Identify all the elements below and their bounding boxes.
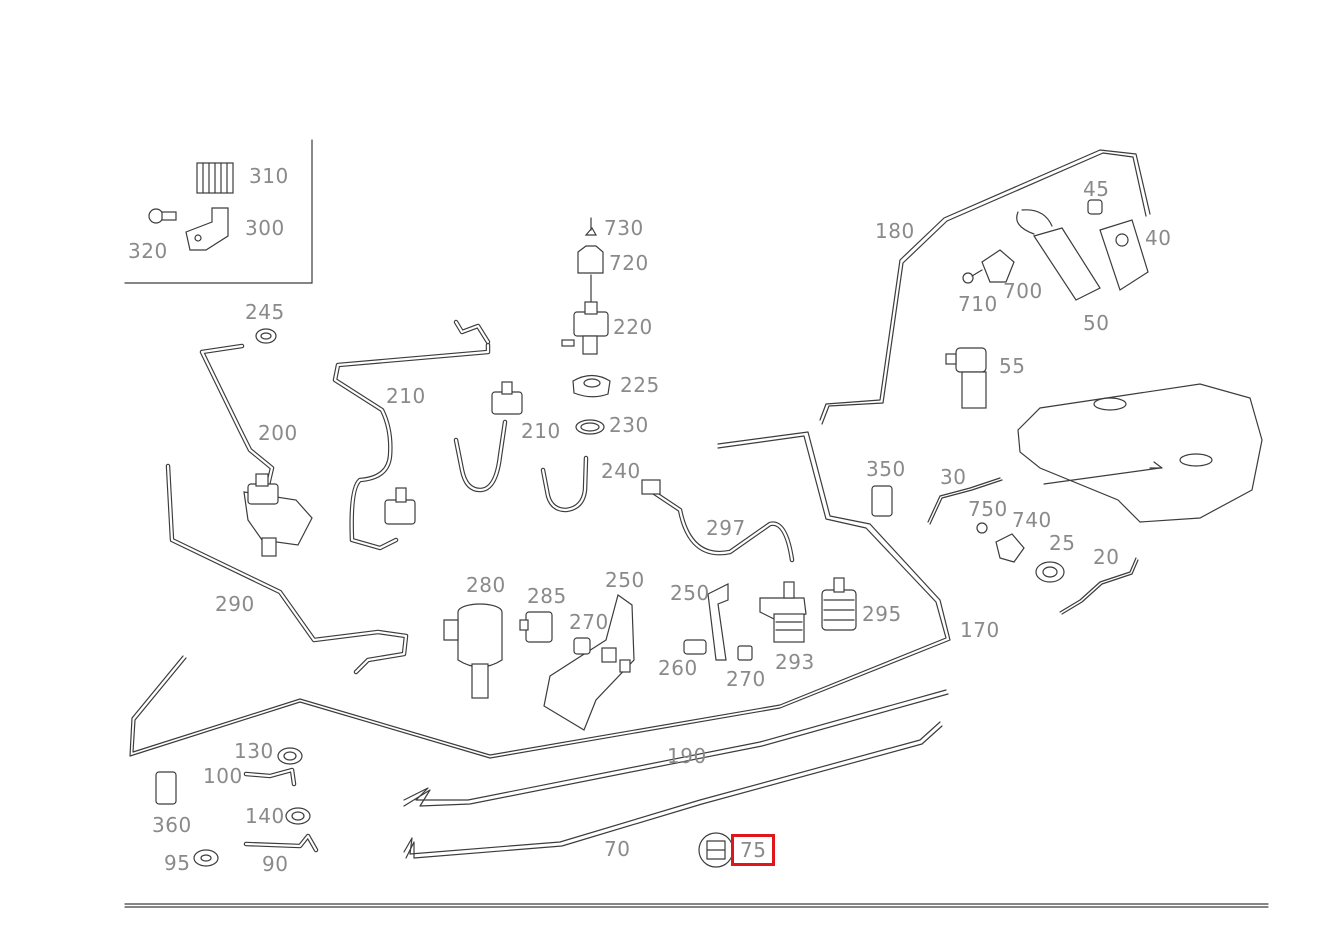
- label-730[interactable]: 730: [604, 216, 644, 240]
- part-700-drawing: [981, 249, 1015, 283]
- label-740[interactable]: 740: [1012, 508, 1052, 532]
- label-320[interactable]: 320: [128, 239, 168, 263]
- part-270b-drawing: [737, 645, 753, 661]
- part-300-drawing: [185, 207, 229, 251]
- part-200-drawing: [199, 343, 313, 557]
- label-350[interactable]: 350: [866, 457, 906, 481]
- part-90-drawing: [243, 833, 319, 853]
- label-30[interactable]: 30: [940, 465, 967, 489]
- label-180[interactable]: 180: [875, 219, 915, 243]
- label-100[interactable]: 100: [203, 764, 243, 788]
- label-55[interactable]: 55: [999, 354, 1026, 378]
- label-700[interactable]: 700: [1003, 279, 1043, 303]
- part-40-drawing: [1099, 219, 1149, 291]
- part-240-drawing: [540, 455, 589, 513]
- lines-170-drawing: [129, 149, 1151, 759]
- fuel-tank-drawing: [1017, 383, 1263, 523]
- label-140[interactable]: 140: [245, 804, 285, 828]
- part-130-drawing: [277, 747, 303, 765]
- lines-70-drawing: [403, 721, 943, 859]
- part-20-drawing: [1059, 557, 1139, 615]
- label-130[interactable]: 130: [234, 739, 274, 763]
- label-75-highlighted[interactable]: 75: [730, 834, 776, 866]
- label-270-left[interactable]: 270: [569, 610, 609, 634]
- label-750[interactable]: 750: [968, 497, 1008, 521]
- label-45[interactable]: 45: [1083, 177, 1110, 201]
- part-100-drawing: [243, 767, 297, 787]
- label-210-hose[interactable]: 210: [521, 419, 561, 443]
- label-250-small[interactable]: 250: [670, 581, 710, 605]
- part-750-drawing: [976, 522, 988, 534]
- label-95[interactable]: 95: [164, 851, 191, 875]
- part-95-drawing: [193, 849, 219, 867]
- label-225[interactable]: 225: [620, 373, 660, 397]
- label-285[interactable]: 285: [527, 584, 567, 608]
- part-740-drawing: [995, 533, 1025, 563]
- label-190[interactable]: 190: [667, 744, 707, 768]
- part-730-drawing: [584, 217, 598, 236]
- label-70[interactable]: 70: [604, 837, 631, 861]
- part-320-drawing: [148, 208, 177, 224]
- part-250b-drawing: [707, 583, 729, 661]
- label-270-right[interactable]: 270: [726, 667, 766, 691]
- part-210-hose-drawing: [453, 381, 523, 493]
- part-220-drawing: [561, 301, 609, 355]
- part-310-drawing: [196, 162, 234, 194]
- label-290[interactable]: 290: [215, 592, 255, 616]
- label-360[interactable]: 360: [152, 813, 192, 837]
- part-285-drawing: [519, 611, 553, 643]
- part-270a-drawing: [573, 637, 591, 655]
- lines-190-drawing: [403, 689, 949, 807]
- label-40[interactable]: 40: [1145, 226, 1172, 250]
- part-293-drawing: [759, 581, 807, 643]
- label-720[interactable]: 720: [609, 251, 649, 275]
- part-140-drawing: [285, 807, 311, 825]
- label-220[interactable]: 220: [613, 315, 653, 339]
- part-297-drawing: [641, 479, 795, 563]
- label-297[interactable]: 297: [706, 516, 746, 540]
- part-720-drawing: [577, 245, 604, 274]
- part-30-drawing: [927, 477, 1003, 525]
- label-245[interactable]: 245: [245, 300, 285, 324]
- label-710[interactable]: 710: [958, 292, 998, 316]
- label-210-line[interactable]: 210: [386, 384, 426, 408]
- label-90[interactable]: 90: [262, 852, 289, 876]
- part-210-line-drawing: [332, 319, 491, 551]
- label-295[interactable]: 295: [862, 602, 902, 626]
- part-295-drawing: [821, 577, 857, 631]
- label-260[interactable]: 260: [658, 656, 698, 680]
- label-20[interactable]: 20: [1093, 545, 1120, 569]
- label-293[interactable]: 293: [775, 650, 815, 674]
- label-170[interactable]: 170: [960, 618, 1000, 642]
- part-290-drawing: [165, 463, 409, 675]
- part-230-drawing: [575, 419, 605, 435]
- part-360-drawing: [155, 771, 177, 805]
- part-55-drawing: [945, 347, 987, 409]
- part-75-drawing: [698, 832, 734, 868]
- label-310[interactable]: 310: [249, 164, 289, 188]
- label-230[interactable]: 230: [609, 413, 649, 437]
- part-245-drawing: [255, 328, 277, 344]
- label-300[interactable]: 300: [245, 216, 285, 240]
- part-25-drawing: [1035, 561, 1065, 583]
- part-260-drawing: [683, 639, 707, 655]
- part-350-drawing: [871, 485, 893, 517]
- label-280[interactable]: 280: [466, 573, 506, 597]
- label-200[interactable]: 200: [258, 421, 298, 445]
- part-280-drawing: [443, 603, 503, 699]
- inset-frame: [124, 139, 313, 284]
- label-240[interactable]: 240: [601, 459, 641, 483]
- part-45-drawing: [1087, 199, 1103, 215]
- part-225-drawing: [572, 374, 611, 398]
- part-50-drawing: [1016, 209, 1101, 301]
- label-50[interactable]: 50: [1083, 311, 1110, 335]
- label-250-bracket[interactable]: 250: [605, 568, 645, 592]
- label-25[interactable]: 25: [1049, 531, 1076, 555]
- part-710-drawing: [962, 269, 983, 284]
